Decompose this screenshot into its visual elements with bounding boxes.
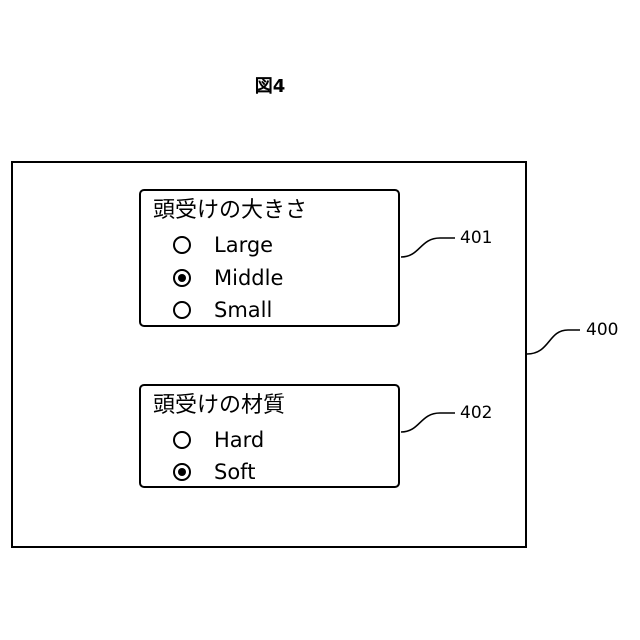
option-label: Hard <box>214 425 264 455</box>
radio-button[interactable] <box>173 236 191 254</box>
radio-button[interactable] <box>173 431 191 449</box>
radio-button[interactable] <box>173 301 191 319</box>
option-label: Soft <box>214 457 255 487</box>
head-rest-size-group: 頭受けの大きさ Large Middle Small <box>139 189 400 327</box>
reference-label-401: 401 <box>460 228 492 248</box>
head-rest-material-group: 頭受けの材質 Hard Soft <box>139 384 400 488</box>
radio-option-small[interactable]: Small <box>173 295 272 325</box>
radio-button-selected[interactable] <box>173 463 191 481</box>
option-label: Middle <box>214 263 283 293</box>
radio-option-hard[interactable]: Hard <box>173 425 264 455</box>
reference-label-402: 402 <box>460 403 492 423</box>
option-label: Large <box>214 230 273 260</box>
radio-option-soft[interactable]: Soft <box>173 457 255 487</box>
radio-button-selected[interactable] <box>173 269 191 287</box>
group-title: 頭受けの大きさ <box>153 197 307 225</box>
radio-option-middle[interactable]: Middle <box>173 263 283 293</box>
radio-option-large[interactable]: Large <box>173 230 273 260</box>
group-title: 頭受けの材質 <box>153 392 285 420</box>
figure-title: 図4 <box>230 72 310 98</box>
leader-line-400 <box>527 330 580 354</box>
reference-label-400: 400 <box>586 320 618 340</box>
option-label: Small <box>214 295 272 325</box>
